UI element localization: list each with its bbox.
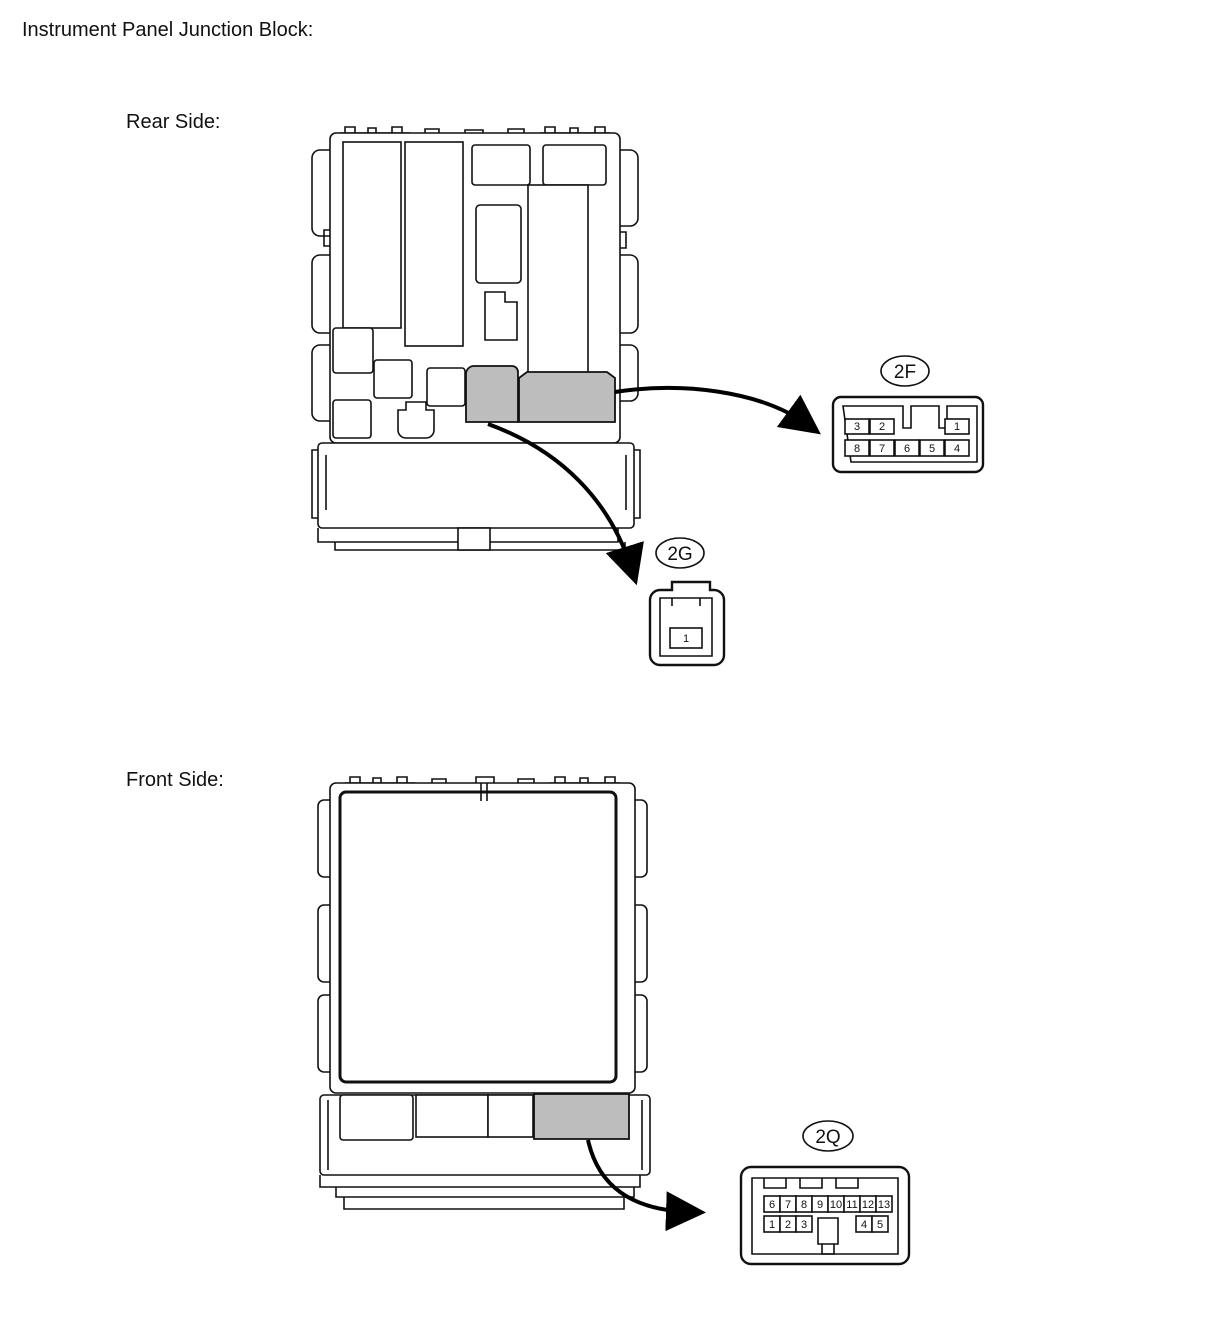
pin-cell xyxy=(844,439,870,457)
pin-cell xyxy=(869,439,895,457)
arrow-to-2F xyxy=(614,386,821,435)
pin-cell xyxy=(795,1215,813,1233)
pin-cell xyxy=(869,418,895,435)
pin-number: 8 xyxy=(801,1199,807,1211)
pin-number: 4 xyxy=(861,1219,867,1231)
rear-side-label: Rear Side: xyxy=(126,111,221,133)
connector-2F-tag: 2F xyxy=(894,362,916,383)
pin-number: 9 xyxy=(817,1199,823,1211)
connector-2G-pin: 1 xyxy=(683,633,689,645)
connector-2Q-tag: 2Q xyxy=(815,1127,840,1148)
arrow-to-2Q xyxy=(586,1139,706,1232)
pin-number: 8 xyxy=(854,443,860,455)
front-junction-block xyxy=(317,776,651,1210)
connector-2Q-location xyxy=(533,1093,630,1140)
pin-number: 5 xyxy=(877,1219,883,1231)
pin-number: 13 xyxy=(878,1199,890,1211)
pin-number: 4 xyxy=(954,443,960,455)
pin-number: 3 xyxy=(854,421,860,433)
pin-cell xyxy=(871,1215,889,1233)
pin-cell xyxy=(894,439,920,457)
connector-2F: 2F 3 2 1 8 7 6 5 4 xyxy=(831,355,985,474)
pin-cell xyxy=(844,418,870,435)
pin-number: 3 xyxy=(801,1219,807,1231)
connector-2G-location xyxy=(465,365,519,423)
rear-junction-block xyxy=(311,126,641,551)
pin-number: 7 xyxy=(785,1199,791,1211)
pin-number: 5 xyxy=(929,443,935,455)
pin-number: 7 xyxy=(879,443,885,455)
pin-number: 2 xyxy=(785,1219,791,1231)
pin-cell xyxy=(944,418,970,435)
pin-cell xyxy=(919,439,945,457)
connector-2G: 2G 1 xyxy=(648,537,726,667)
pin-number: 6 xyxy=(904,443,910,455)
arrow-to-2G xyxy=(487,422,644,586)
connector-2F-location xyxy=(518,371,616,423)
pin-cell xyxy=(944,439,970,457)
pin-number: 1 xyxy=(769,1219,775,1231)
pin-number: 12 xyxy=(862,1199,874,1211)
pin-number: 10 xyxy=(830,1199,842,1211)
connector-2G-tag: 2G xyxy=(667,544,692,565)
pin-number: 6 xyxy=(769,1199,775,1211)
pin-number: 1 xyxy=(954,421,960,433)
page-title: Instrument Panel Junction Block: xyxy=(22,19,314,41)
front-side-label: Front Side: xyxy=(126,769,224,791)
pin-cell xyxy=(875,1195,893,1213)
pin-number: 11 xyxy=(846,1199,857,1211)
pin-number: 2 xyxy=(879,421,885,433)
